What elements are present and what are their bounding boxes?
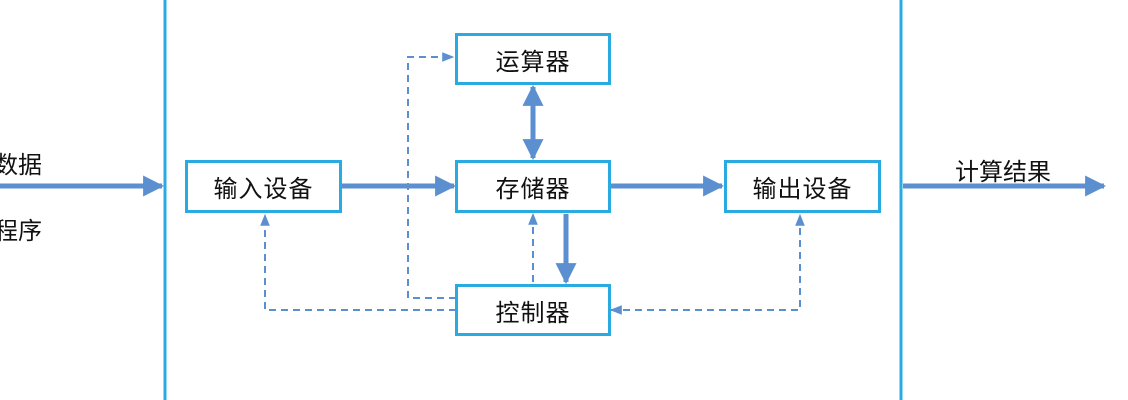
control-arrow-to-inputdevice [260,213,456,311]
controller-box: 控制器 [455,284,611,336]
control-arrow-to-outputdevice [609,213,805,315]
output-device-box: 输出设备 [724,160,881,213]
output-result-label: 计算结果 [955,158,1051,186]
input-data-label: 数据 [0,151,42,179]
input-program-label: 程序 [0,217,42,245]
input-device-box: 输入设备 [185,160,342,213]
alu-box: 运算器 [455,33,611,85]
control-arrow-to-alu [407,52,456,299]
memory-box: 存储器 [455,160,611,213]
